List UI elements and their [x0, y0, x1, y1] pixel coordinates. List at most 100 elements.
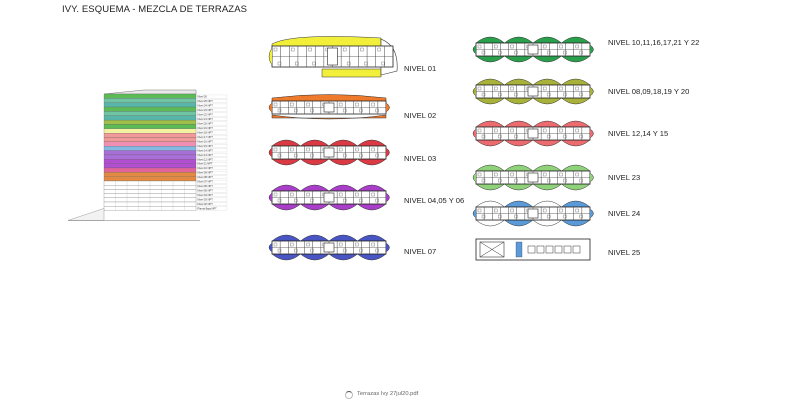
room-fixture — [542, 172, 547, 177]
terrace-bulge — [475, 183, 506, 191]
elevator-core — [323, 242, 335, 253]
room-fixture — [310, 248, 314, 253]
room-fixture — [559, 86, 563, 91]
room-fixture — [546, 214, 551, 219]
floor-plan-drawing — [268, 184, 390, 211]
terrace-bulge — [271, 184, 302, 192]
roof-cross — [479, 241, 505, 258]
terrace-bulge — [271, 158, 302, 166]
room-fixture — [563, 214, 567, 219]
floor-plan-nivel-08-09-18-19-20 — [470, 72, 598, 110]
end-terrace — [385, 242, 390, 253]
floor-plan-nivel-12-14-15 — [470, 114, 598, 152]
level-tag: Planta Baja NPT — [198, 207, 218, 211]
room-fixture — [355, 242, 359, 247]
level-tag-box — [196, 206, 228, 211]
terrace-bulge — [356, 184, 387, 192]
terrace-bulge — [475, 36, 506, 44]
room-fixture — [342, 47, 347, 52]
terrace-bulge — [560, 120, 591, 128]
terrace-bulge — [299, 203, 330, 211]
room-fixture — [477, 208, 482, 213]
level-tag: Nivel 16 NPT — [198, 139, 214, 143]
elevation-band — [103, 128, 197, 134]
room-fixture — [498, 134, 502, 139]
roof-room — [527, 245, 536, 254]
terrace-bulge — [299, 253, 330, 261]
level-tag-box — [196, 148, 228, 153]
room-fixture — [575, 172, 579, 177]
room-fixture — [346, 61, 351, 66]
room-fixture — [342, 198, 347, 203]
plan-label-nivel-03: NIVEL 03 — [404, 154, 437, 163]
room-fixture — [290, 102, 294, 107]
plan-label-nivel-25: NIVEL 25 — [608, 248, 641, 257]
elevation-band — [103, 154, 197, 160]
elevation-band — [103, 150, 197, 156]
terrace-bulge — [532, 55, 563, 63]
elevation-band — [103, 98, 197, 103]
level-tag: Nivel 15 NPT — [198, 144, 214, 148]
terrace-bulge — [328, 139, 359, 147]
level-tag: Nivel 21 NPT — [198, 117, 214, 121]
room-fixture — [494, 44, 498, 49]
terrace-bulge — [560, 97, 591, 105]
plan-label-nivel-04-05-06: NIVEL 04,05 Y 06 — [404, 196, 465, 205]
terrace-bulge — [475, 78, 506, 86]
level-tag: Nivel 23 NPT — [198, 108, 214, 112]
room-fixture — [355, 147, 359, 152]
room-fixture — [514, 214, 518, 219]
room-fixture — [559, 172, 563, 177]
level-tag-box — [196, 103, 228, 108]
room-fixture — [498, 178, 502, 183]
terrace-bulge — [503, 200, 534, 208]
terrace-bulge — [299, 139, 330, 147]
room-fixture — [579, 92, 583, 97]
room-fixture — [375, 198, 379, 203]
elevator-core — [527, 128, 539, 139]
terrace-bulge — [328, 203, 359, 211]
terrace-bulge — [503, 55, 534, 63]
room-fixture — [290, 192, 294, 197]
elevation-band — [103, 167, 197, 173]
room-fixture — [498, 50, 502, 55]
end-terrace — [589, 44, 594, 55]
room-fixture — [294, 198, 298, 203]
room-fixture — [273, 192, 278, 197]
room-fixture — [277, 153, 282, 158]
level-tag-box — [196, 130, 228, 135]
room-fixture — [364, 61, 368, 66]
room-fixture — [273, 47, 278, 52]
elevator-core — [323, 147, 335, 158]
terrace-bulge — [328, 234, 359, 242]
terrace-bulge — [532, 200, 563, 208]
terrace-bulge — [560, 200, 591, 208]
room-fixture — [338, 102, 343, 107]
room-fixture — [575, 208, 579, 213]
elevation-band — [103, 133, 197, 138]
terrace-bulge — [560, 55, 591, 63]
level-tag-box — [196, 108, 228, 112]
terrace-bulge — [356, 158, 387, 166]
room-fixture — [510, 128, 514, 133]
room-fixture — [481, 134, 486, 139]
document-title: IVY. ESQUEMA - MEZCLA DE TERRAZAS — [62, 4, 248, 15]
floor-plan-nivel-01 — [266, 33, 401, 79]
roof-pool — [515, 241, 523, 258]
room-fixture — [375, 153, 379, 158]
room-fixture — [359, 248, 363, 253]
terrace-bulge — [532, 120, 563, 128]
level-tag: Nivel 04 NPT — [198, 193, 214, 197]
level-tag-box — [196, 197, 228, 202]
elevation-band — [103, 141, 197, 147]
room-fixture — [563, 50, 567, 55]
floor-plan-nivel-03 — [266, 133, 394, 171]
floor-plan-nivel-02 — [266, 88, 394, 126]
elevation-band — [103, 111, 197, 116]
end-terrace — [268, 102, 273, 113]
roof-room — [563, 245, 572, 254]
end-terrace — [385, 147, 390, 158]
room-fixture — [477, 128, 482, 133]
room-fixture — [546, 92, 551, 97]
level-tag: Nivel 03 NPT — [198, 198, 214, 202]
